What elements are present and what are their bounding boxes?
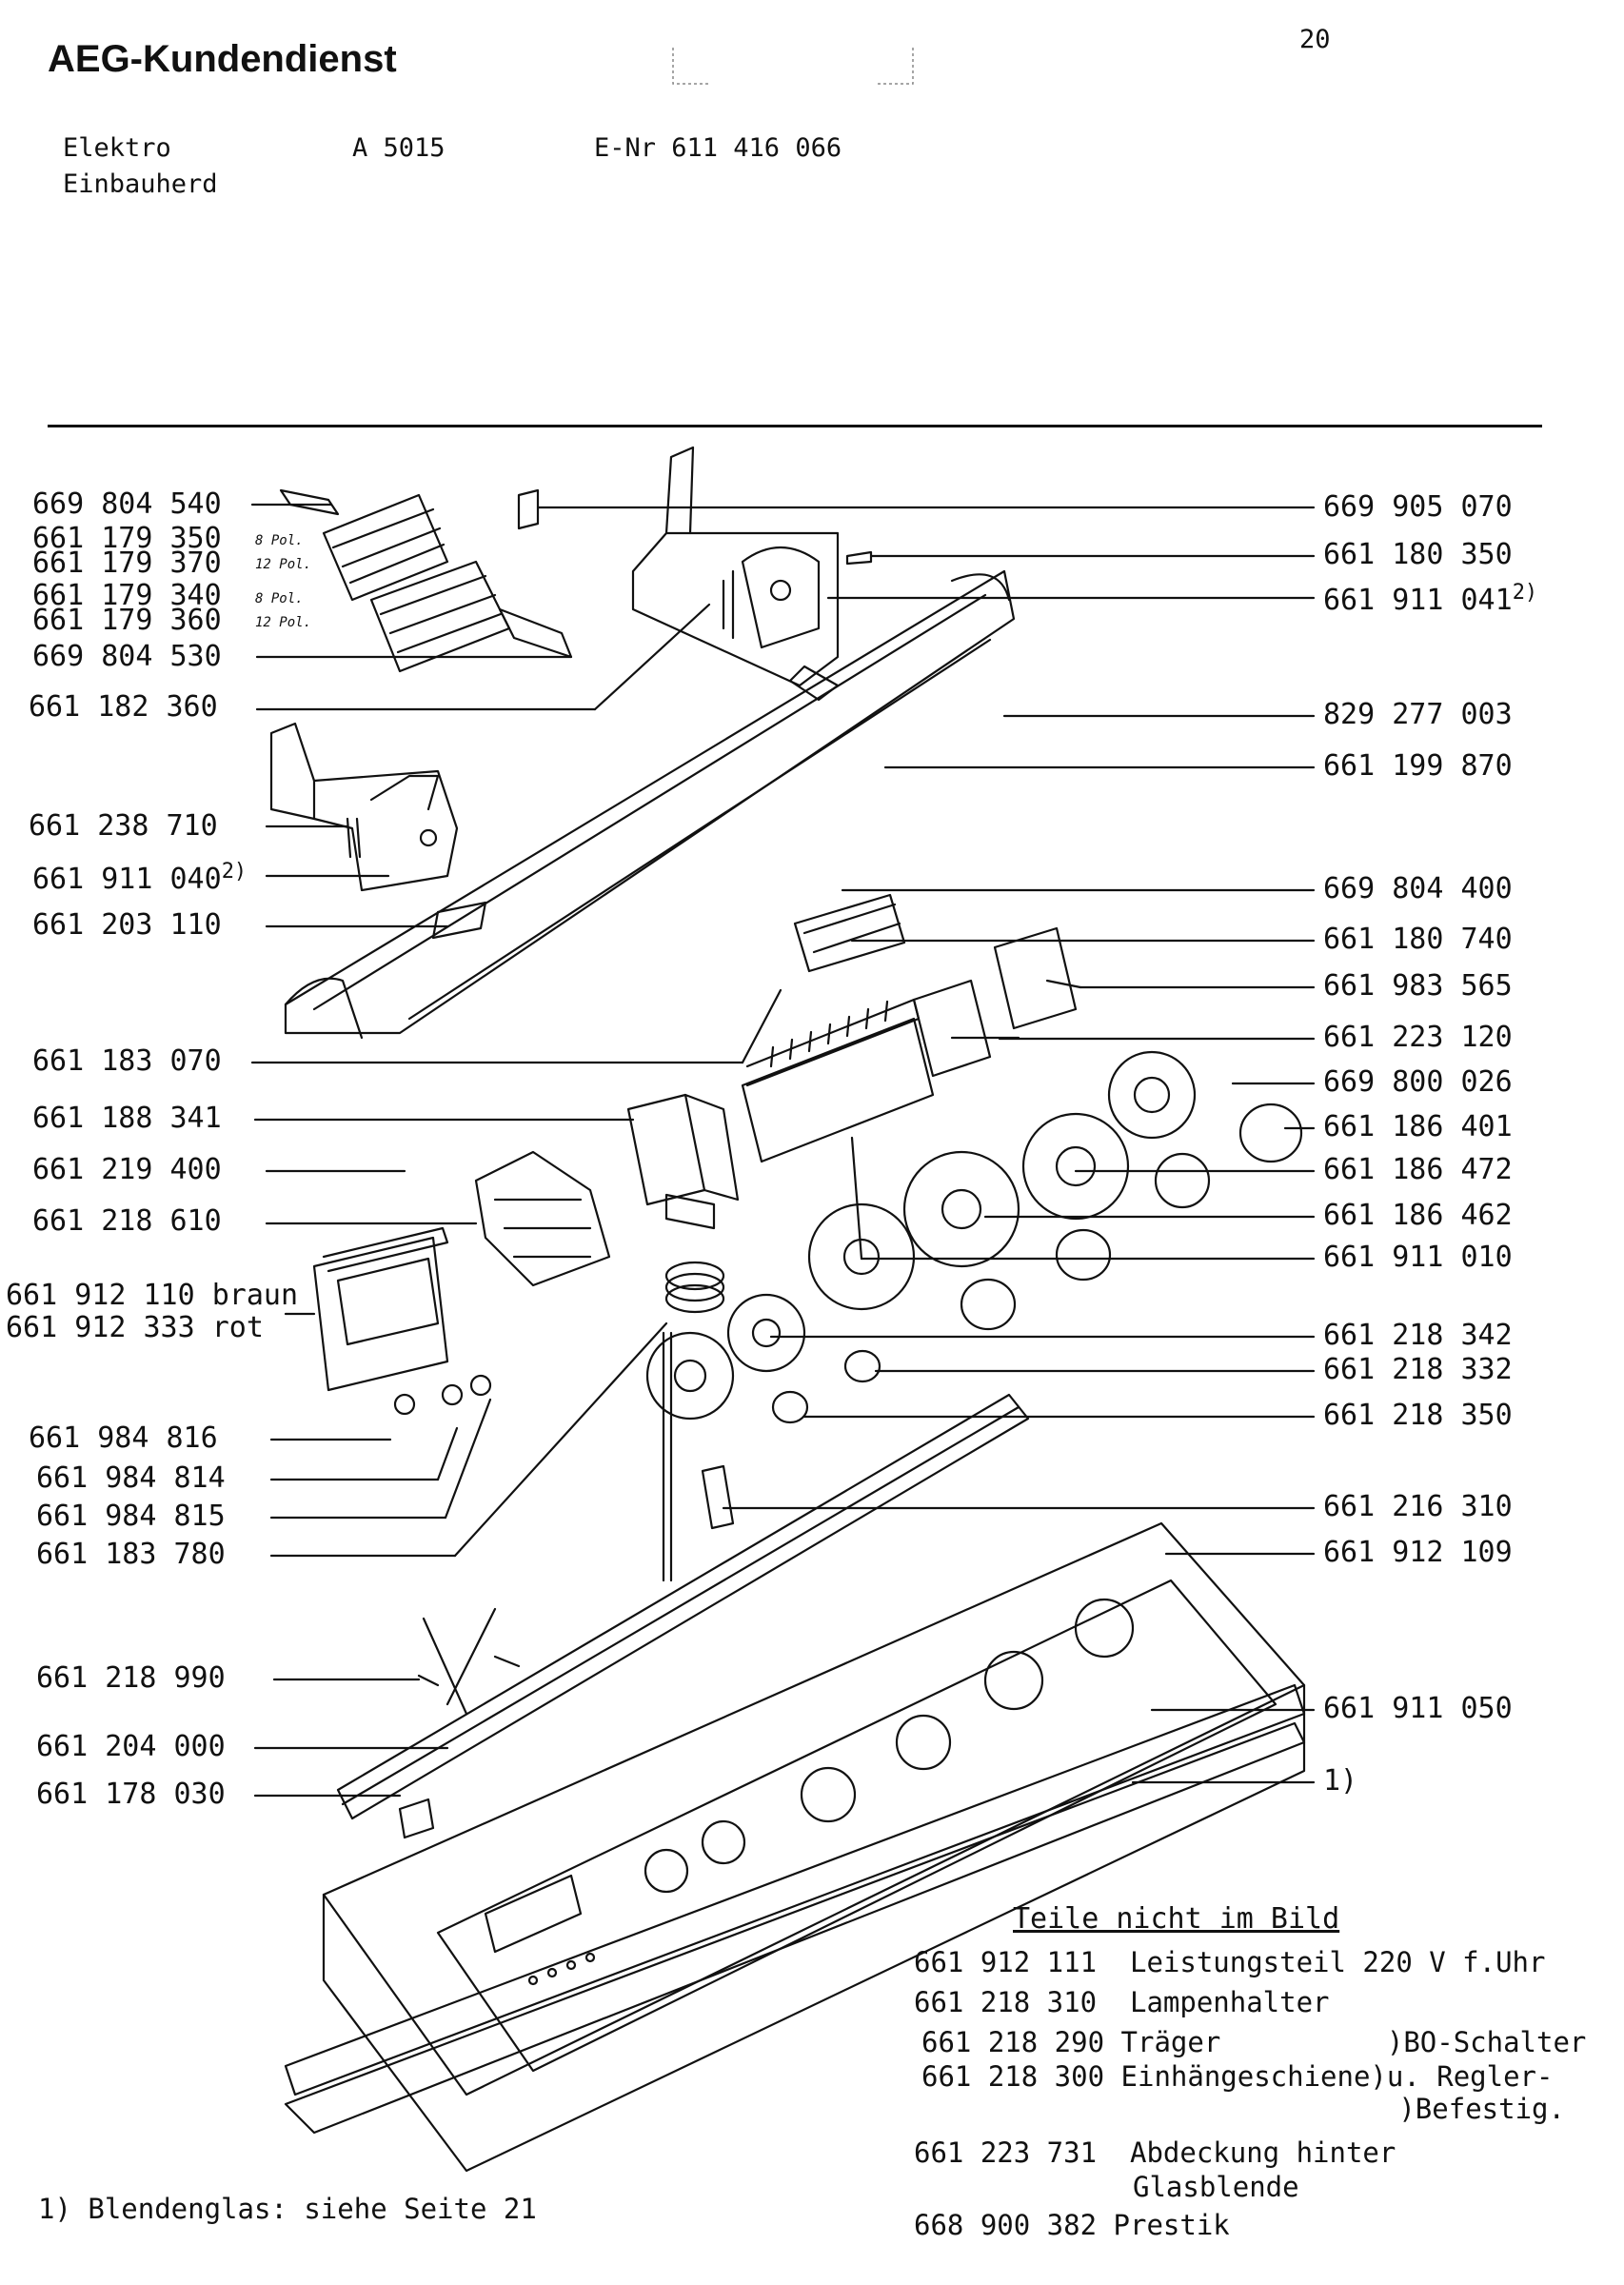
part-label-left: 661 238 710 (29, 809, 218, 843)
pole-note: 8 Pol. (255, 591, 304, 606)
part-label-right: 661 911 0412) (1323, 581, 1538, 617)
part-label-right: 669 905 070 (1323, 490, 1513, 524)
list-item: )Befestig. (1133, 2093, 1565, 2125)
part-label-right: 661 983 565 (1323, 969, 1513, 1003)
part-label-left: 661 182 360 (29, 690, 218, 724)
list-item: 661 223 731 Abdeckung hinter (914, 2136, 1396, 2169)
left-thermostat (269, 722, 316, 821)
rotary-switch-block (626, 1093, 706, 1206)
energy-regulator-1 (912, 979, 992, 1078)
connector-8pol (322, 493, 449, 602)
part-label-left: 661 179 340 (32, 579, 222, 612)
footnote: 1) Blendenglas: siehe Seite 21 (38, 2193, 537, 2225)
list-item: 661 218 290 Träger )BO-Schalter (921, 2026, 1587, 2058)
leader-661182360-b (593, 603, 711, 711)
rail-body (284, 569, 1016, 1035)
part-label-left: 661 218 990 (36, 1661, 226, 1695)
part-label-right: 661 186 472 (1323, 1153, 1513, 1186)
thermostat-bracket (631, 531, 840, 687)
part-label-right: 661 180 740 (1323, 923, 1513, 956)
part-label-left: 661 912 110 braun (6, 1279, 299, 1312)
leader-661183070-b (741, 988, 782, 1064)
knob-6 (771, 1390, 809, 1424)
part-label-right: 661 218 350 (1323, 1399, 1513, 1432)
part-label-left: 661 179 370 (32, 546, 222, 580)
part-label-left: 661 178 030 (36, 1778, 226, 1811)
pole-note: 8 Pol. (255, 533, 304, 548)
rosette-3 (902, 1150, 1020, 1268)
knob-4 (960, 1278, 1017, 1331)
rosette-1 (1107, 1050, 1197, 1140)
pole-note: 12 Pol. (255, 557, 312, 572)
base-plate (284, 1683, 1306, 2096)
connector-strip (793, 893, 906, 973)
knob-1 (1238, 1103, 1303, 1163)
rosette-2 (1021, 1112, 1130, 1221)
part-label-right: 669 800 026 (1323, 1065, 1513, 1099)
part-label-left: 661 218 610 (32, 1204, 222, 1238)
product-type-line1: Elektro (63, 133, 171, 163)
part-label-right: 661 216 310 (1323, 1490, 1513, 1523)
part-label-right: 661 218 332 (1323, 1353, 1513, 1386)
pole-note: 12 Pol. (255, 615, 312, 630)
trim-rail (336, 1393, 1030, 1820)
brand-title: AEG-Kundendienst (48, 38, 397, 80)
knob-3 (1055, 1228, 1112, 1282)
part-label-left: 661 179 350 (32, 522, 222, 555)
part-label-left: 661 203 110 (32, 908, 222, 942)
connector-12pol (369, 560, 511, 673)
part-label-right: 661 912 109 (1323, 1536, 1513, 1569)
part-label-right: 661 218 342 (1323, 1319, 1513, 1352)
part-label-right: 829 277 003 (1323, 698, 1513, 731)
knob-2 (1154, 1152, 1211, 1209)
parts-not-shown-title: Teile nicht im Bild (1013, 1902, 1340, 1936)
wiring-harness (422, 1607, 497, 1716)
page-number: 20 (1299, 25, 1331, 54)
part-label-left: 669 804 530 (32, 640, 222, 673)
part-label-left: 661 179 360 (32, 604, 222, 637)
list-item: 661 218 310 Lampenhalter (914, 1986, 1330, 2018)
part-label-right: 661 186 401 (1323, 1110, 1513, 1143)
part-label-left: 661 204 000 (36, 1730, 226, 1763)
part-label-left: 661 183 780 (36, 1538, 226, 1571)
part-label-left: 661 183 070 (32, 1044, 222, 1078)
part-label-right: 661 199 870 (1323, 749, 1513, 783)
part-label-left: 669 804 540 (32, 487, 222, 521)
part-label-left: 661 911 0402) (32, 860, 248, 896)
part-label-right: 661 911 010 (1323, 1241, 1513, 1274)
list-item: 668 900 382 Prestik (914, 2209, 1230, 2241)
part-label-right: 661 186 462 (1323, 1199, 1513, 1232)
part-label-left: 661 188 341 (32, 1102, 222, 1135)
list-item: Glasblende (1133, 2171, 1299, 2203)
clock-module (312, 1236, 449, 1392)
knob-5 (843, 1349, 881, 1383)
model-number: A 5015 (352, 133, 446, 163)
list-item: 661 218 300 Einhängeschiene)u. Regler- (921, 2060, 1554, 2093)
rosette-5 (726, 1293, 806, 1373)
header-rule (48, 425, 1542, 427)
clock-window (484, 1874, 583, 1954)
e-number: E-Nr 611 416 066 (594, 133, 842, 163)
part-label-left: 661 219 400 (32, 1153, 222, 1186)
part-label-left: 661 984 816 (29, 1421, 218, 1455)
crop-mark (672, 48, 914, 85)
part-label-right: 661 223 120 (1323, 1021, 1513, 1054)
part-label-left: 661 912 333 rot (6, 1311, 264, 1344)
part-label-right: 669 804 400 (1323, 872, 1513, 905)
rosette-6 (645, 1331, 735, 1421)
part-label-left: 661 984 815 (36, 1500, 226, 1533)
terminal-block (474, 1150, 611, 1287)
list-item: 661 912 111 Leistungsteil 220 V f.Uhr (914, 1946, 1546, 1978)
product-type-line2: Einbauherd (63, 169, 218, 199)
energy-regulator-2 (993, 926, 1078, 1030)
part-label-right: 1) (1323, 1764, 1358, 1798)
part-label-right: 661 911 050 (1323, 1692, 1513, 1725)
part-label-left: 661 984 814 (36, 1461, 226, 1495)
rosette-4 (807, 1202, 916, 1311)
part-label-right: 661 180 350 (1323, 538, 1513, 571)
switch-bank (741, 1017, 935, 1163)
